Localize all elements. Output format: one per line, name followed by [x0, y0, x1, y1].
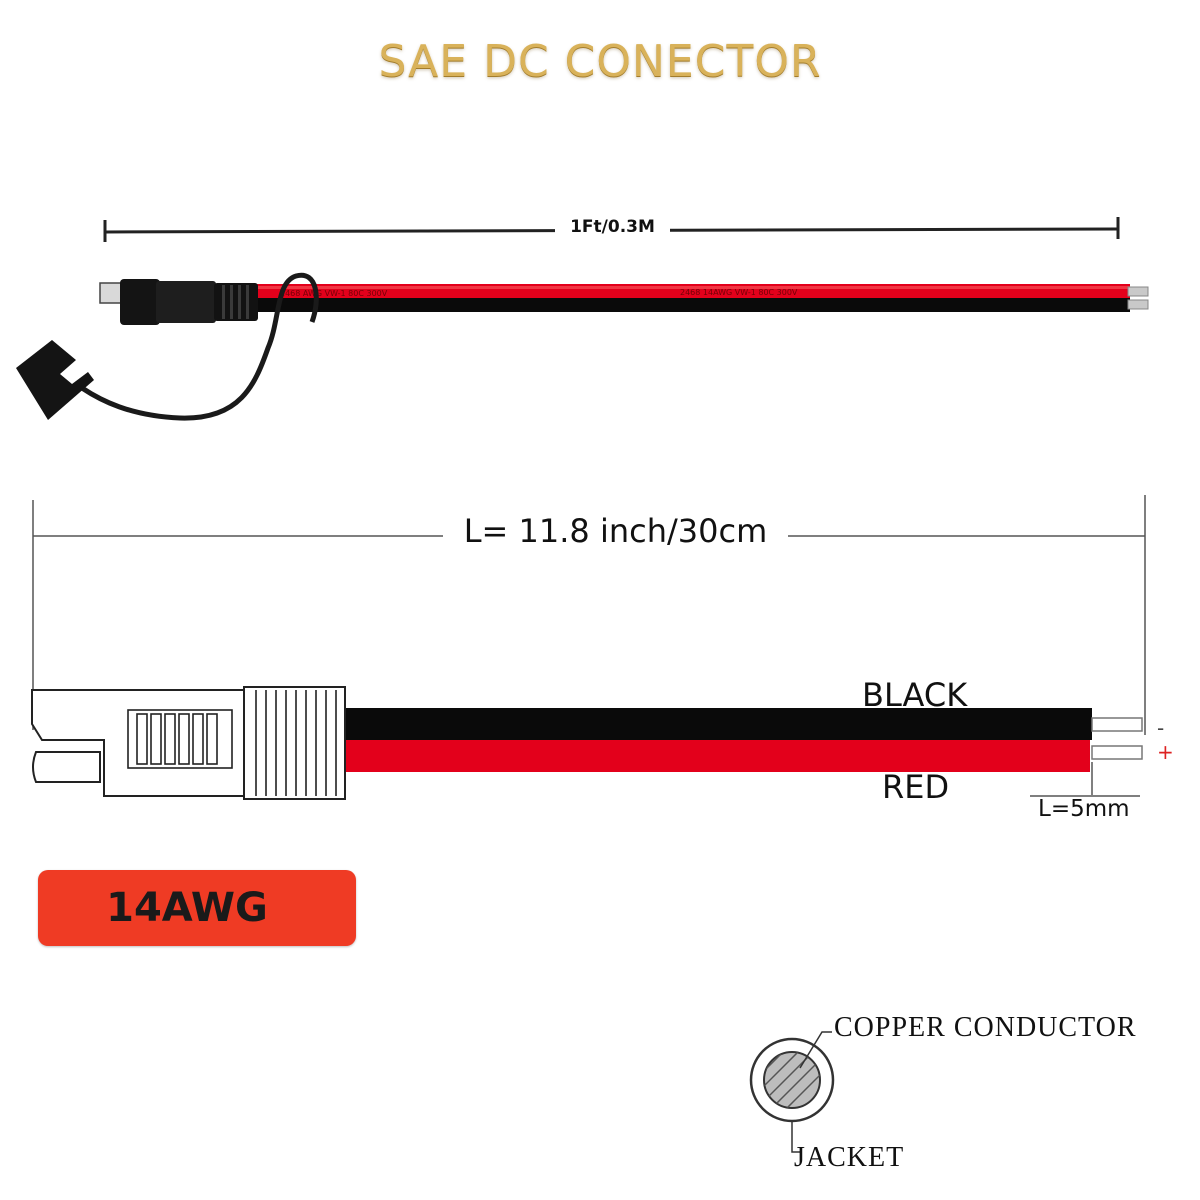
- photo-dust-cap: [16, 272, 319, 421]
- diagram-connector-grip: [255, 690, 337, 796]
- svg-text:2468 14AWG VW-1 80C 30: 2468 14AWG VW-1 80C 300V: [680, 288, 798, 297]
- photo-length-label: 1Ft/0.3M: [555, 217, 670, 237]
- svg-text:2468 AWG VW-1 80C 300V: 2468 AWG VW-1 80C 300V: [280, 289, 388, 298]
- wire-gauge-text: 14AWG: [106, 885, 268, 931]
- diagram-wires: [345, 708, 1092, 772]
- cross-section-leaders: [791, 1031, 832, 1153]
- strip-length-dimension: [1030, 762, 1140, 797]
- wire-gauge-badge: 14AWG: [38, 870, 356, 946]
- copper-core: [763, 1051, 821, 1109]
- copper-conductor-label: COPPER CONDUCTOR: [834, 1012, 1137, 1043]
- cable-photo: 2468 AWG VW-1 80C 300V 2468 14AWG VW-1 8…: [16, 217, 1149, 421]
- positive-terminal-symbol: +: [1157, 740, 1174, 764]
- cable-diagram: [31, 495, 1146, 800]
- jacket-label: JACKET: [794, 1142, 905, 1173]
- photo-stripped-ends: [1127, 286, 1149, 310]
- negative-terminal-symbol: -: [1157, 716, 1165, 740]
- strip-length-label: L=5mm: [1038, 796, 1130, 822]
- red-wire-label: RED: [882, 768, 950, 806]
- page-title: SAE DC CONECTOR: [378, 36, 822, 87]
- diagram-dimension-line: [32, 495, 1146, 735]
- photo-sae-plug: [99, 279, 258, 325]
- photo-wire: 2468 AWG VW-1 80C 300V 2468 14AWG VW-1 8…: [250, 284, 1130, 312]
- black-wire-label: BLACK: [862, 676, 968, 714]
- diagram-connector-slots: [127, 709, 233, 769]
- cable-length-label: L= 11.8 inch/30cm: [443, 512, 788, 550]
- diagram-stripped-conductors: [1091, 717, 1143, 760]
